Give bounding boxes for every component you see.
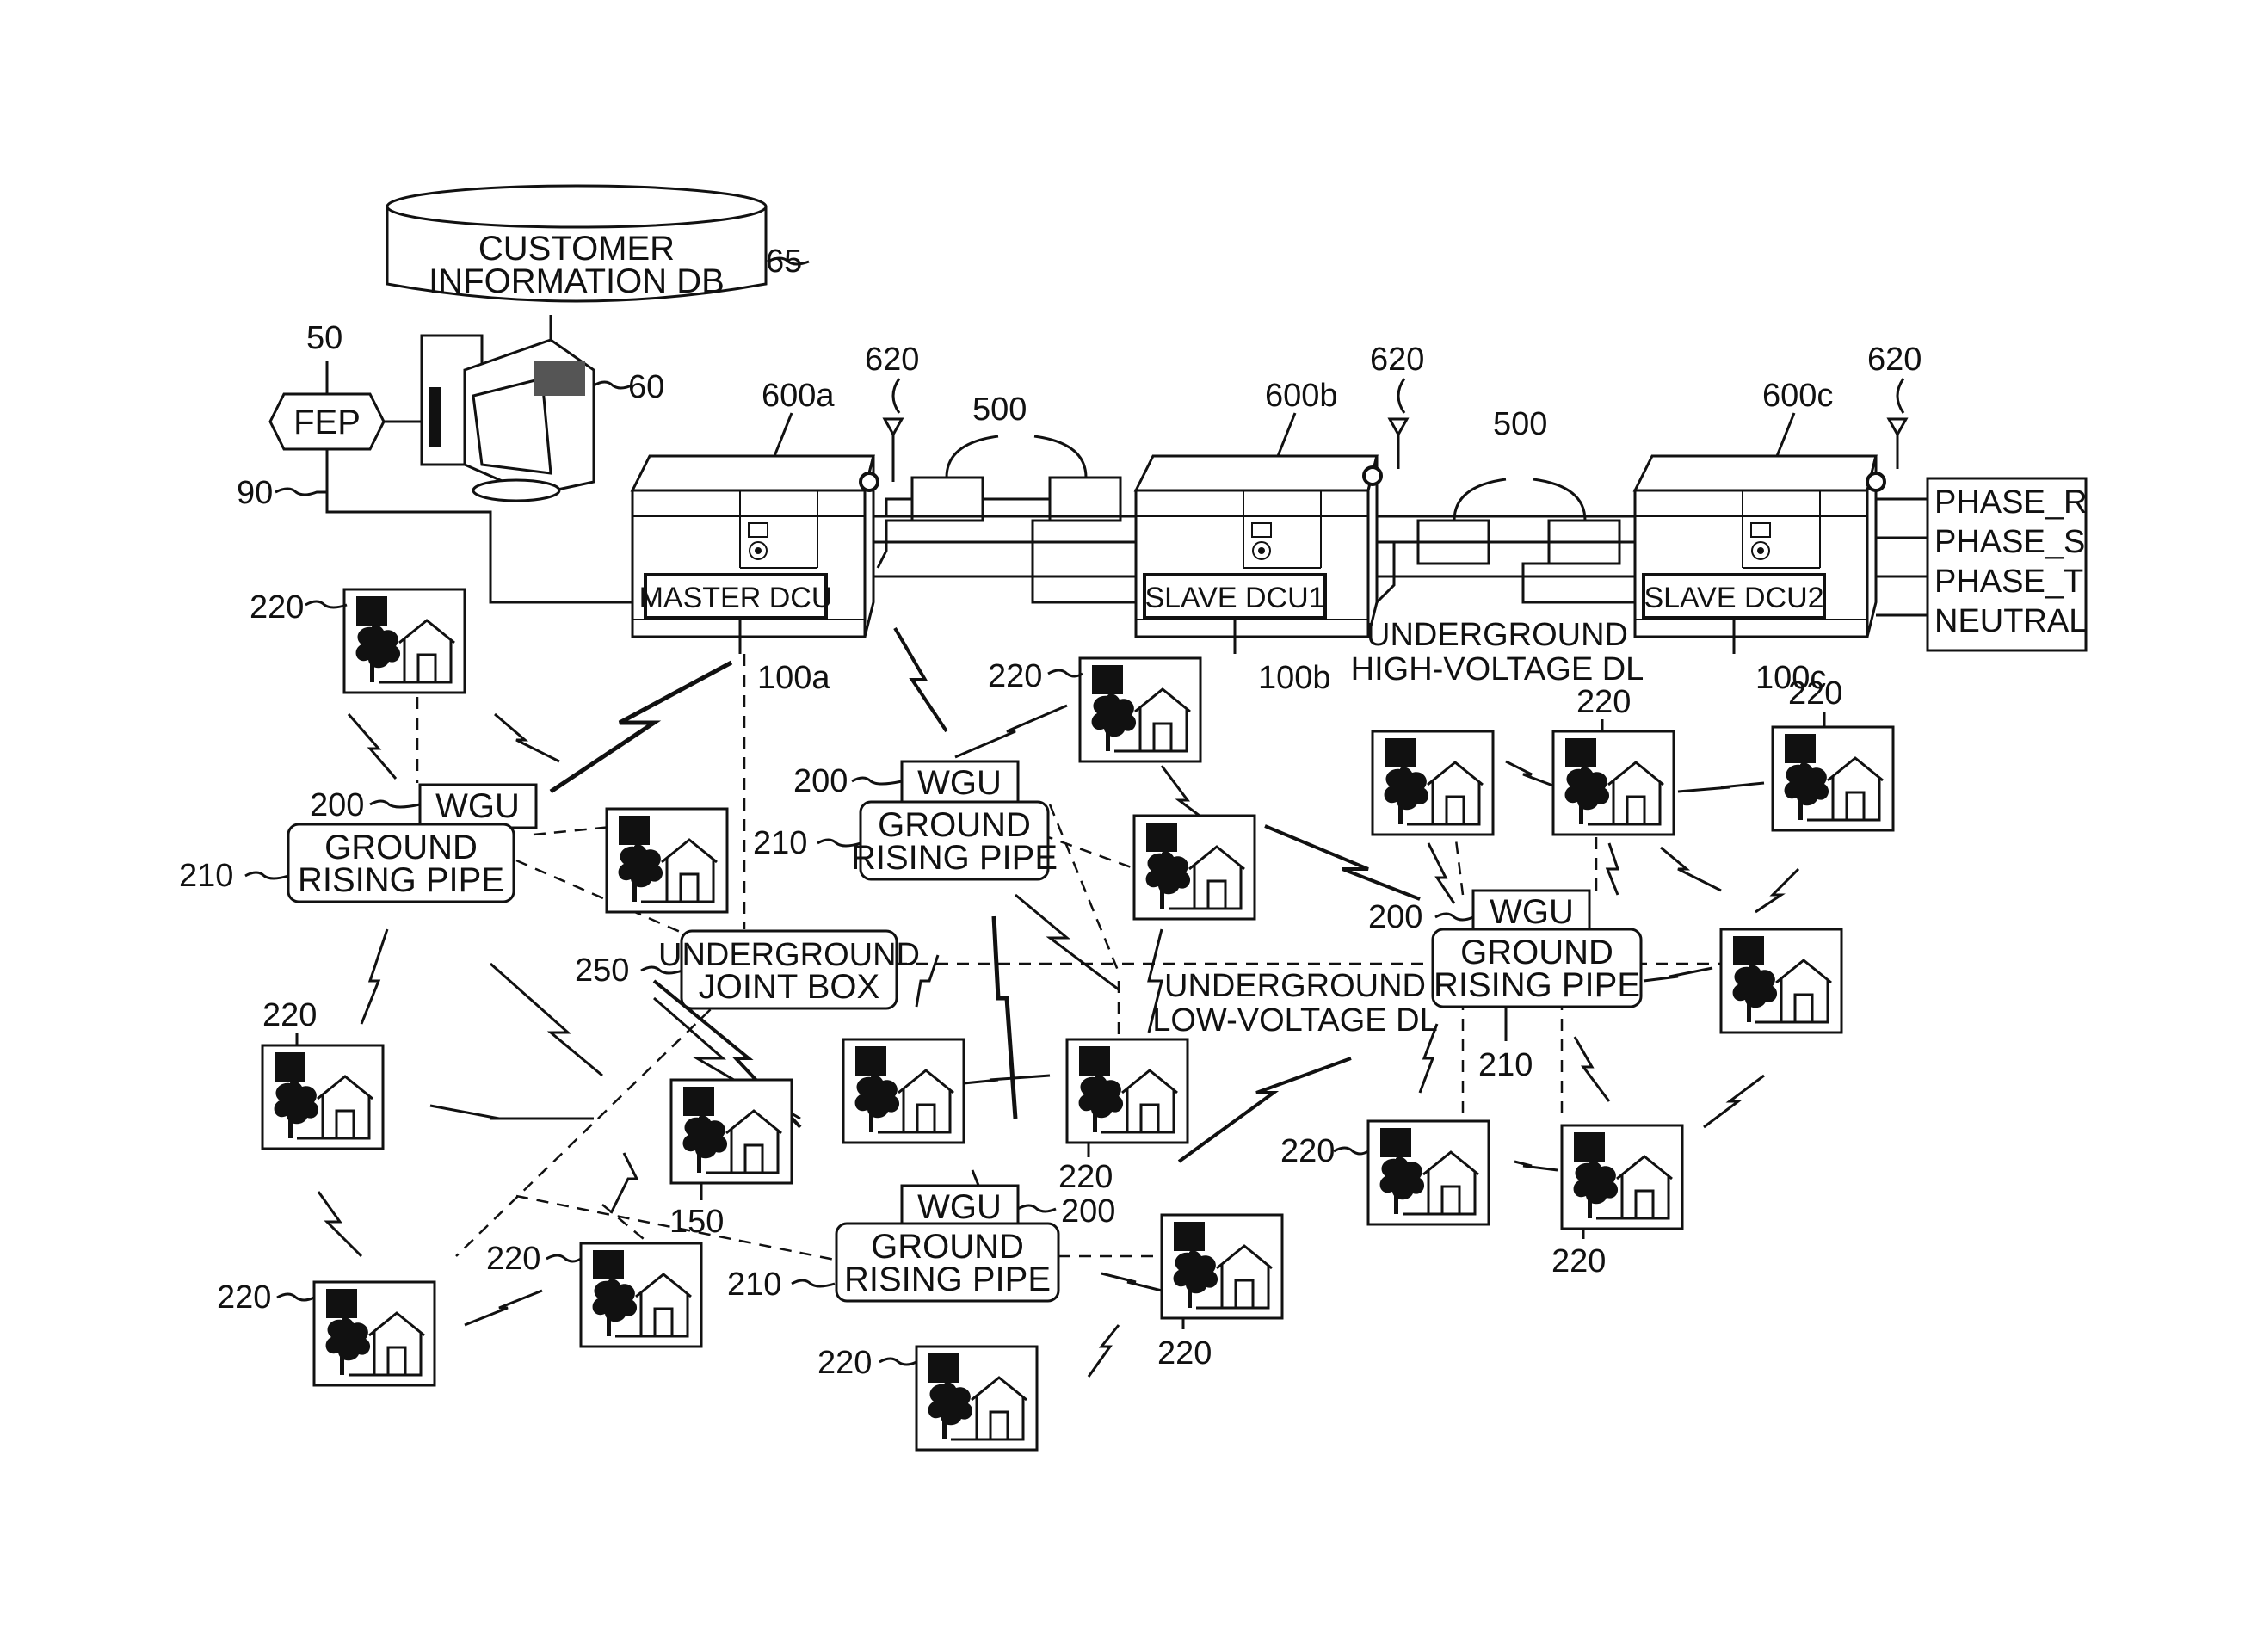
house-13 <box>1368 1121 1489 1224</box>
pipe-center-ref: 210 <box>753 825 807 861</box>
dcu-slave2: SLAVE DCU2 600c 620 100c <box>1635 342 1922 696</box>
phase-t: PHASE_T <box>1934 564 2083 600</box>
house-1 <box>344 589 465 693</box>
house-ref-5: 220 <box>262 997 317 1033</box>
fep-ref: 50 <box>306 320 342 356</box>
house-ref-10: 220 <box>486 1241 540 1277</box>
hv-label-line2: HIGH-VOLTAGE DL <box>1351 651 1644 687</box>
wgu-right-ref: 200 <box>1368 899 1422 935</box>
dcu-slave1-antenna-ref: 620 <box>1370 342 1424 378</box>
house-10 <box>671 1080 792 1183</box>
wgu-center-ref: 200 <box>793 763 848 799</box>
house-7 <box>1773 727 1893 830</box>
house-16 <box>581 1243 701 1347</box>
db-label-line2: INFORMATION DB <box>429 262 725 300</box>
computer-ref: 60 <box>628 369 664 405</box>
house-14 <box>1562 1125 1682 1229</box>
pipe-center-line2: RISING PIPE <box>851 839 1058 877</box>
dcu-master-label: MASTER DCU <box>639 582 833 614</box>
dcu-slave2-label: SLAVE DCU2 <box>1644 582 1823 614</box>
house-ref-2: 220 <box>988 658 1042 694</box>
dcu-slave2-box-ref: 600c <box>1762 378 1833 414</box>
pipe-right-ref: 210 <box>1478 1047 1533 1083</box>
lv-label-line1: UNDERGROUND <box>1164 968 1426 1004</box>
house-12 <box>1067 1039 1188 1143</box>
phase-box: PHASE_R PHASE_S PHASE_T NEUTRAL <box>1928 478 2087 650</box>
dcu-master-box-ref: 600a <box>762 378 835 414</box>
phase-s: PHASE_S <box>1934 524 2085 560</box>
coupler-ref-1: 500 <box>972 391 1027 428</box>
dcu-slave1-unit-ref: 100b <box>1258 660 1331 696</box>
db-ref: 65 <box>766 243 802 280</box>
dcu-master-unit-ref: 100a <box>757 660 830 696</box>
wgu-bottom-label: WGU <box>917 1188 1002 1226</box>
houses <box>262 589 1893 1450</box>
pipe-right-line2: RISING PIPE <box>1434 966 1640 1004</box>
house-3 <box>1080 658 1200 761</box>
house-2 <box>607 809 727 912</box>
dcu-slave2-antenna-ref: 620 <box>1867 342 1922 378</box>
wgu-bottom-ref: 200 <box>1061 1193 1115 1230</box>
wgu-left-label: WGU <box>435 787 520 825</box>
house-4 <box>1134 816 1255 919</box>
pipe-bottom-line2: RISING PIPE <box>844 1261 1051 1298</box>
fep-link-ref: 90 <box>237 475 273 511</box>
house-8 <box>1721 929 1841 1032</box>
underground-joint-box: UNDERGROUND JOINT BOX 250 <box>575 931 920 1008</box>
house-ref-8: 220 <box>1551 1243 1606 1279</box>
wgu-left-ref: 200 <box>310 787 364 823</box>
joint-box-ref: 250 <box>575 952 629 989</box>
fep-label: FEP <box>293 404 361 441</box>
house-ref-3: 220 <box>1576 684 1631 720</box>
customer-information-db: CUSTOMER INFORMATION DB 65 <box>387 186 809 301</box>
house-5 <box>1373 731 1493 835</box>
lv-label-line2: LOW-VOLTAGE DL <box>1152 1002 1438 1039</box>
computer-60: 60 <box>422 315 664 501</box>
house-ref-7: 220 <box>1280 1133 1335 1169</box>
house-18 <box>916 1347 1037 1450</box>
dcu-slave1-box-ref: 600b <box>1265 378 1338 414</box>
house-ref-9: 220 <box>217 1279 271 1316</box>
hv-label-line1: UNDERGROUND <box>1366 617 1628 653</box>
house-ref-12: 220 <box>817 1345 872 1381</box>
coupler-ref-2: 500 <box>1493 406 1547 442</box>
wgu-group-bottom: WGU GROUND RISING PIPE 200 210 <box>727 1186 1115 1303</box>
dcu-slave1-label: SLAVE DCU1 <box>1144 582 1324 614</box>
house-11 <box>843 1039 964 1143</box>
dcu-master-antenna-ref: 620 <box>865 342 919 378</box>
house-6 <box>1553 731 1674 835</box>
joint-box-line2: JOINT BOX <box>699 968 879 1006</box>
pipe-bottom-ref: 210 <box>727 1267 781 1303</box>
phase-r: PHASE_R <box>1934 484 2087 521</box>
wgu-group-center: WGU GROUND RISING PIPE 200 210 <box>753 761 1058 879</box>
wgu-group-left: WGU GROUND RISING PIPE 200 210 <box>179 785 536 902</box>
meter-ref: 150 <box>669 1204 724 1240</box>
house-ref-6: 220 <box>1058 1159 1113 1195</box>
neutral: NEUTRAL <box>1934 603 2087 639</box>
house-17 <box>1162 1215 1282 1318</box>
house-ref-11: 220 <box>1157 1335 1212 1372</box>
wgu-center-label: WGU <box>917 764 1002 802</box>
house-15 <box>314 1282 435 1385</box>
house-ref-1: 220 <box>250 589 304 626</box>
lv-label: UNDERGROUND LOW-VOLTAGE DL <box>1152 968 1438 1039</box>
dcu-master: MASTER DCU 600a 620 100a <box>632 342 919 696</box>
house-9 <box>262 1045 383 1149</box>
house-ref-4: 220 <box>1788 675 1842 712</box>
wgu-right-label: WGU <box>1490 893 1574 931</box>
pipe-left-ref: 210 <box>179 858 233 894</box>
pipe-left-line2: RISING PIPE <box>298 861 504 899</box>
